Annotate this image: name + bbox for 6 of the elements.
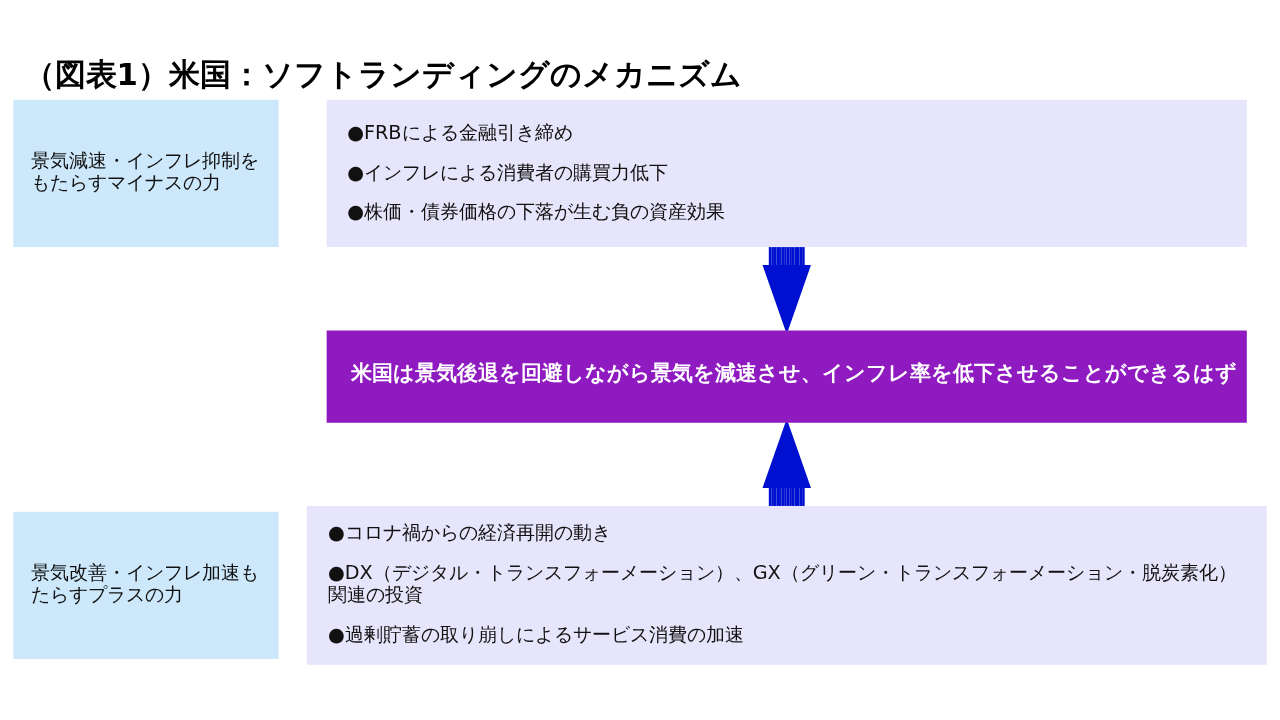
node-box: 景気改善・インフレ加速もたらすプラスの力 (13, 511, 279, 659)
node-box: 米国は景気後退を回避しながら景気を減速させ、インフレ率を低下させることができるはず (326, 329, 1247, 423)
node-box: ●コロナ禍からの経済再開の動き ●DX（デジタル・トランスフォーメーション）、GX（グリーン・トランスフォーメーション・脱炭素化）関連の投資 ●過剰貯蓄の取り崩しによるサービス消費の加速 (306, 505, 1267, 665)
node-box: 景気減速・インフレ抑制をもたらすマイナスの力 (13, 99, 279, 247)
diagram-title: （図表1）米国：ソフトランディングのメカニズム (23, 55, 742, 92)
node-box: ●FRBによる金融引き締め ●インフレによる消費者の購買力低下 ●株価・債券価格の下落が生む負の資産効果 (326, 99, 1247, 247)
